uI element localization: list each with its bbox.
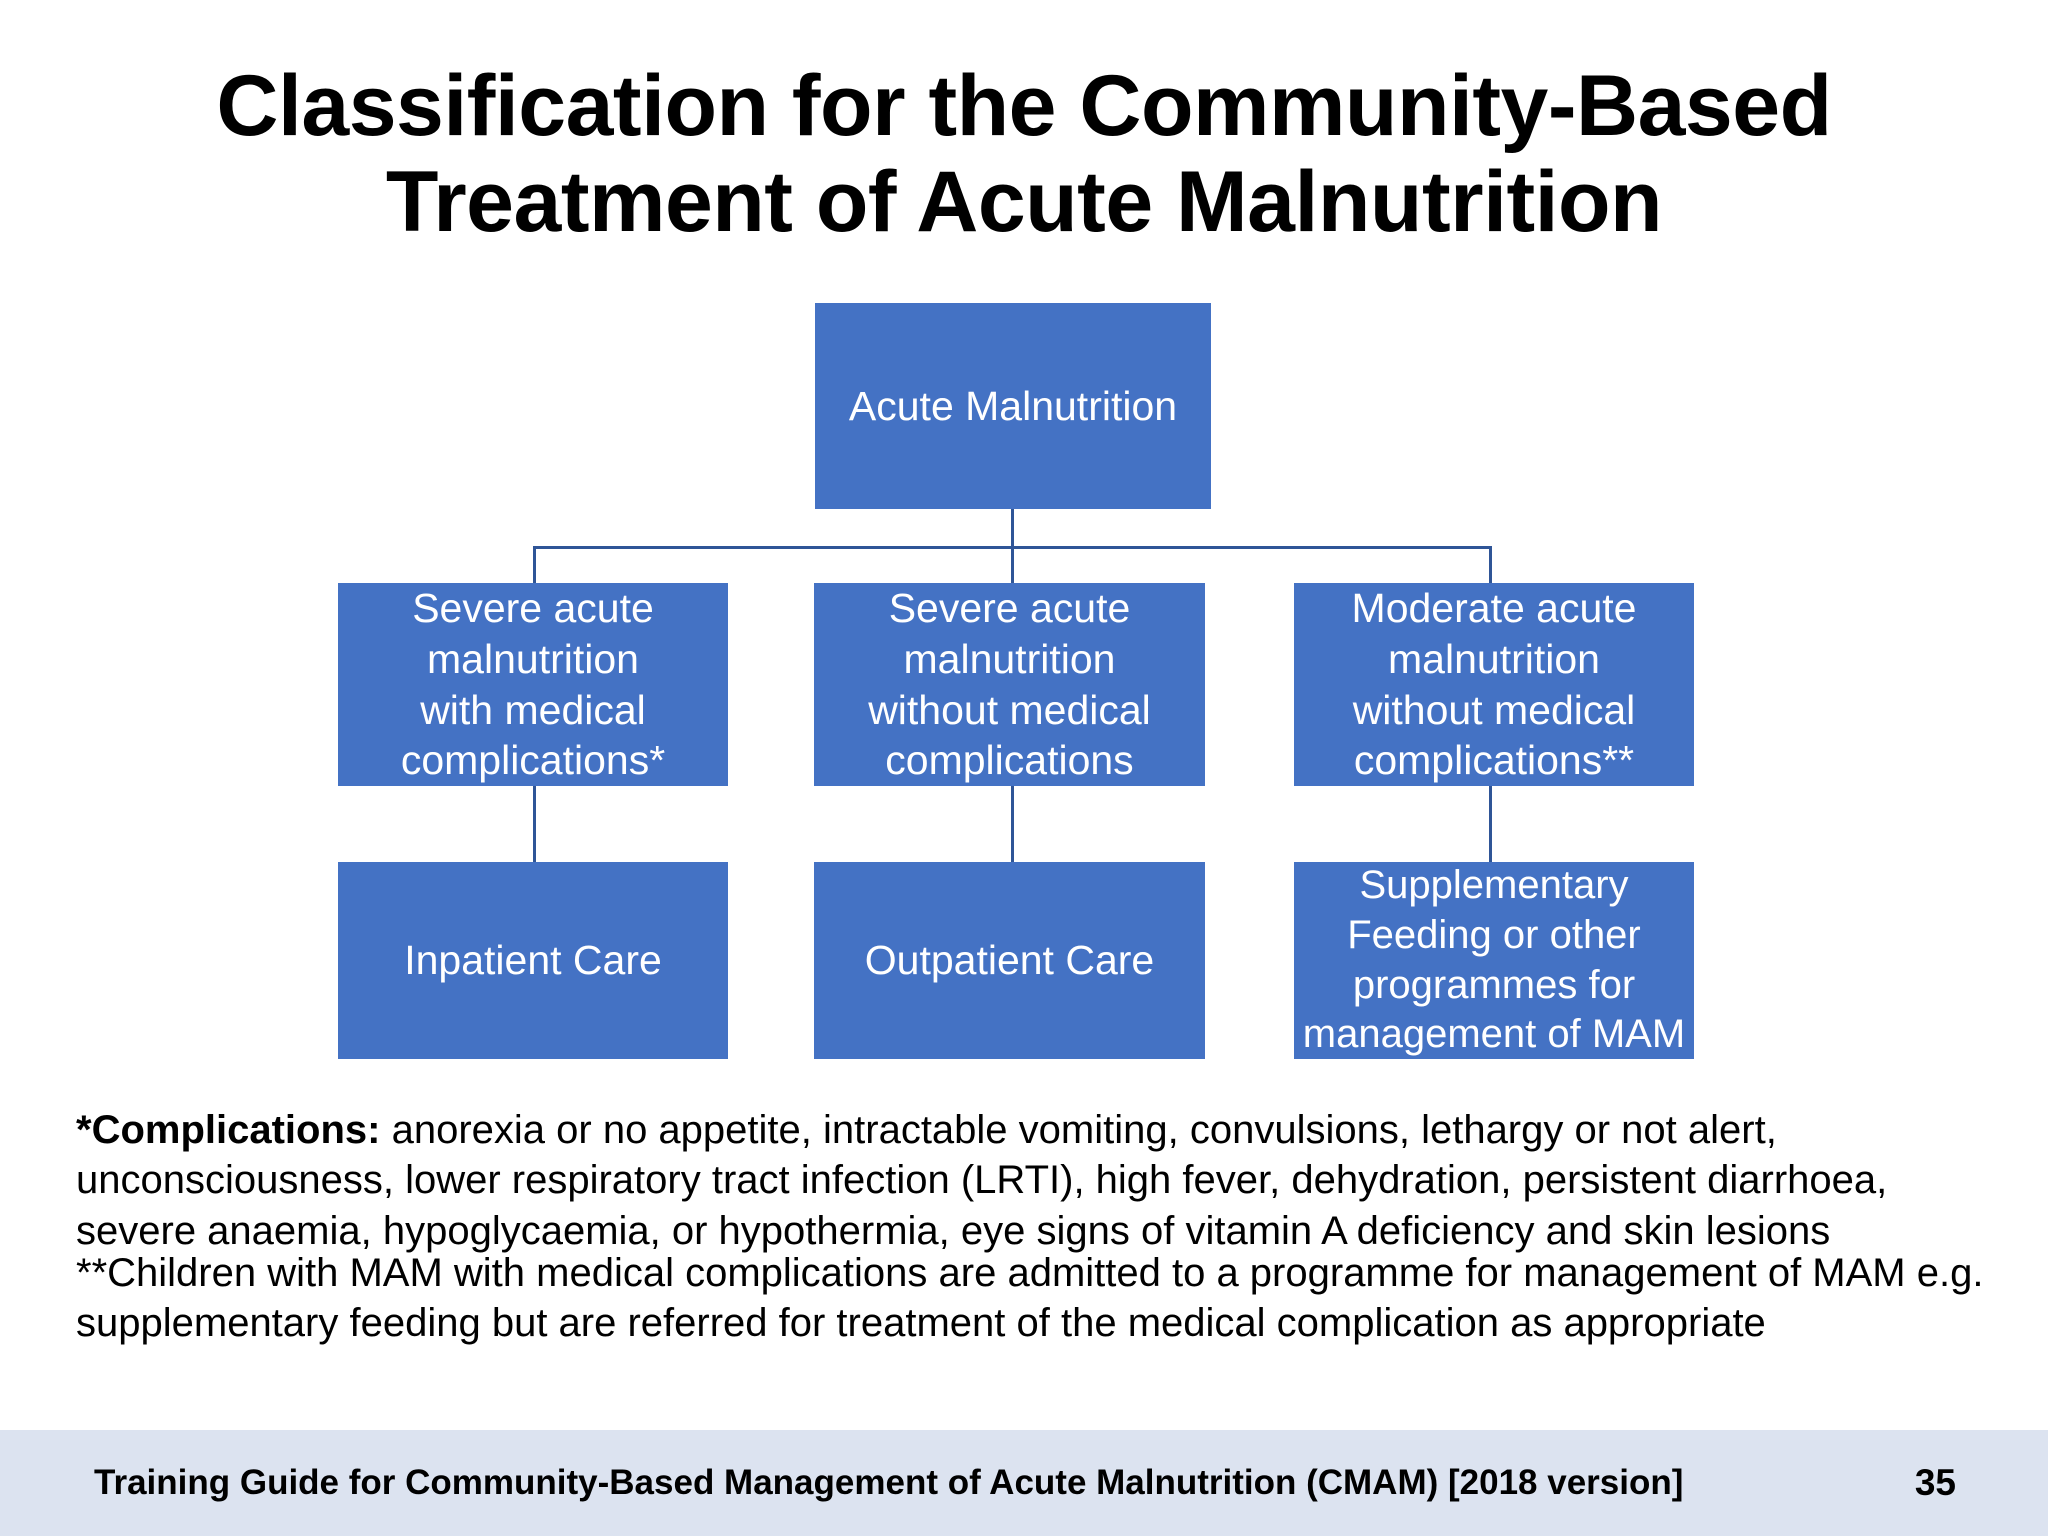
connector-drop-middle [1011,546,1014,584]
connector-drop-right [1489,546,1492,584]
footnote-mam: **Children with MAM with medical complic… [76,1251,1984,1346]
node-sam-without-complications: Severe acute malnutrition without medica… [814,583,1205,786]
node-inpatient-care: Inpatient Care [338,862,728,1059]
footer-page-number: 35 [1914,1462,1956,1503]
connector-link-left [533,786,536,863]
footer-title: Training Guide for Community-Based Manag… [94,1463,1684,1502]
footnote-complications-marker: *Complications: [76,1108,381,1152]
connector-root-stem [1011,509,1014,548]
connector-drop-left [533,546,536,584]
node-acute-malnutrition: Acute Malnutrition [815,303,1211,509]
page-title: Classification for the Community-Based T… [216,58,1832,251]
node-supplementary-feeding: Supplementary Feeding or other programme… [1294,862,1694,1059]
node-outpatient-care: Outpatient Care [814,862,1205,1059]
footer-bar: Training Guide for Community-Based Manag… [0,1430,2048,1536]
classification-flow-diagram: Acute Malnutrition Severe acute malnutri… [338,303,1694,1059]
node-mam-without-complications: Moderate acute malnutrition without medi… [1294,583,1694,786]
connector-link-right [1489,786,1492,863]
connector-link-middle [1011,786,1014,863]
footnote-complications-body: anorexia or no appetite, intractable vom… [76,1108,1888,1253]
footnote-complications: *Complications: anorexia or no appetite,… [76,1105,1986,1256]
node-sam-with-complications: Severe acute malnutrition with medical c… [338,583,728,786]
